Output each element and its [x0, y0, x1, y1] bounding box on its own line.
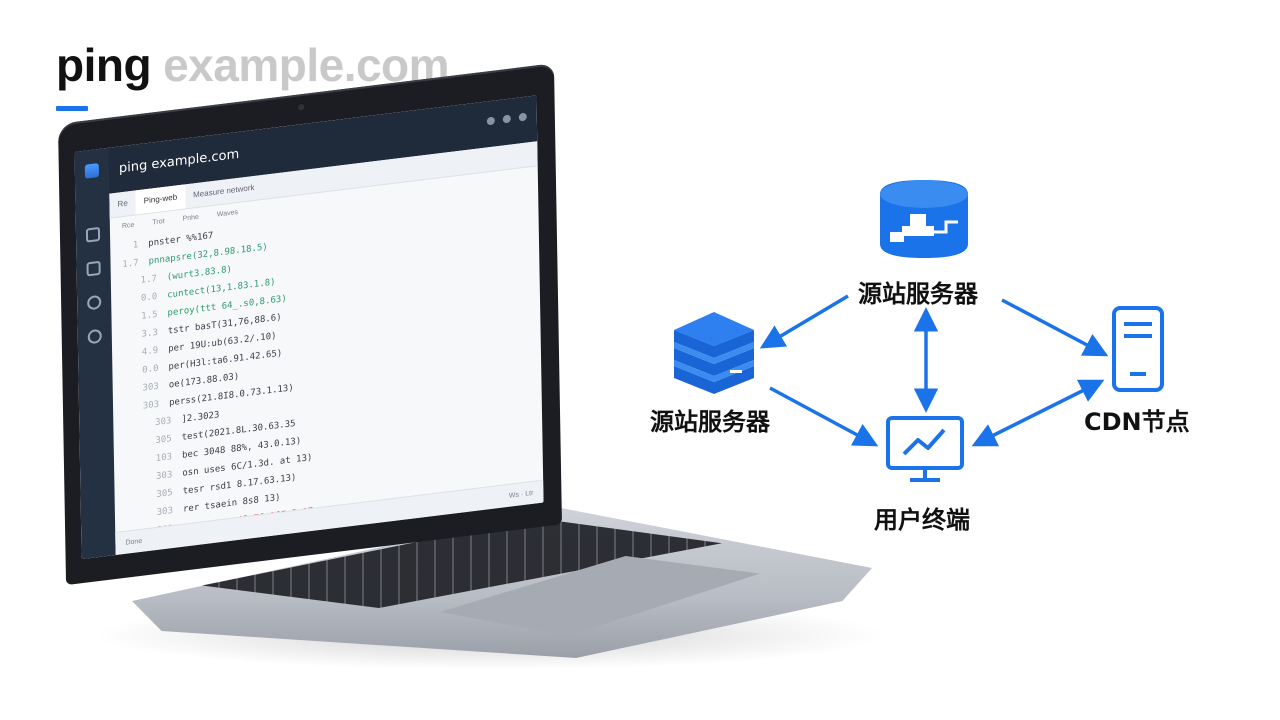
server-stack-icon: [674, 312, 754, 394]
edge-cdn-client: [971, 379, 1105, 447]
node-label-origin-left: 源站服务器: [650, 408, 770, 436]
title-accent-bar: [56, 106, 88, 111]
edge-left-to-client: [769, 386, 879, 447]
node-label-cdn: CDN节点: [1084, 408, 1190, 436]
node-label-origin-top: 源站服务器: [858, 280, 978, 308]
edge-top-to-left: [759, 294, 849, 349]
edge-top-to-cdn: [1001, 298, 1109, 357]
monitor-icon: [886, 416, 964, 482]
node-label-client: 用户终端: [874, 506, 970, 534]
database-icon: [880, 180, 968, 258]
server-tower-icon: [1112, 306, 1164, 392]
title-command: ping: [56, 39, 152, 91]
